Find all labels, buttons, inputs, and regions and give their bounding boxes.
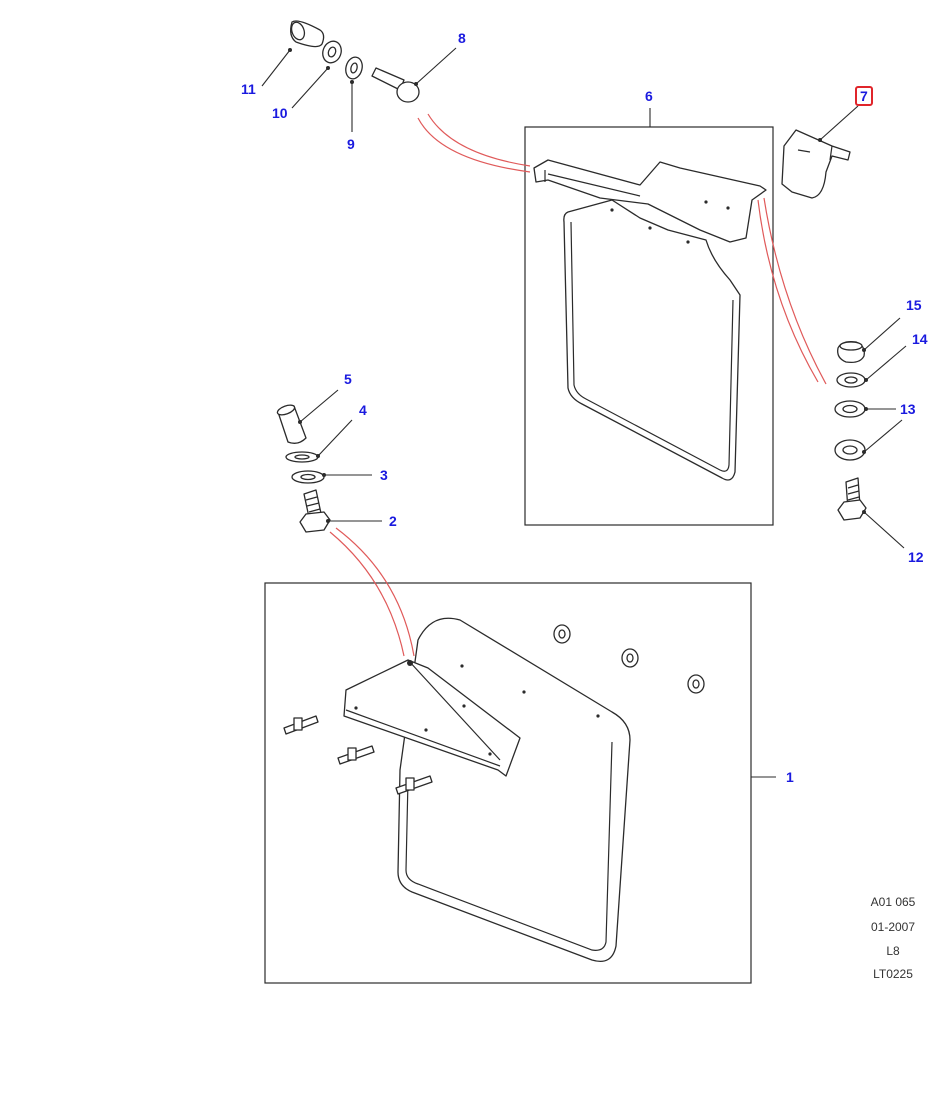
group-box-6: [524, 126, 774, 526]
part-11-spacer: [290, 20, 325, 48]
part-8-bolt: [371, 67, 420, 103]
nuts-lower: [553, 624, 705, 694]
callout-9[interactable]: 9: [347, 136, 355, 152]
callout-1[interactable]: 1: [786, 769, 794, 785]
part-13b-washer: [834, 439, 866, 461]
callout-6[interactable]: 6: [645, 88, 653, 104]
callout-8[interactable]: 8: [458, 30, 466, 46]
reference-model: L8: [886, 944, 900, 958]
callout-12[interactable]: 12: [908, 549, 924, 565]
part-2-bolt: [299, 489, 331, 533]
group-box-1: [264, 582, 752, 984]
studs-lower: [283, 715, 433, 795]
callout-15[interactable]: 15: [906, 297, 922, 313]
part-7-bracket: [781, 129, 851, 199]
mudflap-upper: [533, 159, 767, 481]
callout-14[interactable]: 14: [912, 331, 928, 347]
callout-3[interactable]: 3: [380, 467, 388, 483]
part-10-washer: [322, 40, 342, 64]
callout-7[interactable]: 7: [855, 86, 873, 106]
part-15-nut: [837, 340, 865, 364]
part-9-washer: [345, 56, 363, 80]
part-5-spacer: [276, 404, 307, 444]
part-14-washer: [836, 372, 866, 388]
callout-10[interactable]: 10: [272, 105, 288, 121]
part-3-washer: [291, 470, 325, 484]
link-lines: [329, 113, 827, 657]
part-12-bolt: [837, 477, 867, 521]
reference-date: 01-2007: [870, 920, 916, 934]
callout-11[interactable]: 11: [241, 81, 256, 97]
part-4-washer: [285, 451, 319, 463]
reference-code: A01 065: [870, 895, 916, 909]
reference-id: LT0225: [873, 967, 913, 981]
part-13-washer: [834, 400, 866, 418]
callout-5[interactable]: 5: [344, 371, 352, 387]
mudflap-lower: [343, 617, 631, 963]
callout-4[interactable]: 4: [359, 402, 367, 418]
callout-2[interactable]: 2: [389, 513, 397, 529]
callout-13[interactable]: 13: [900, 401, 916, 417]
